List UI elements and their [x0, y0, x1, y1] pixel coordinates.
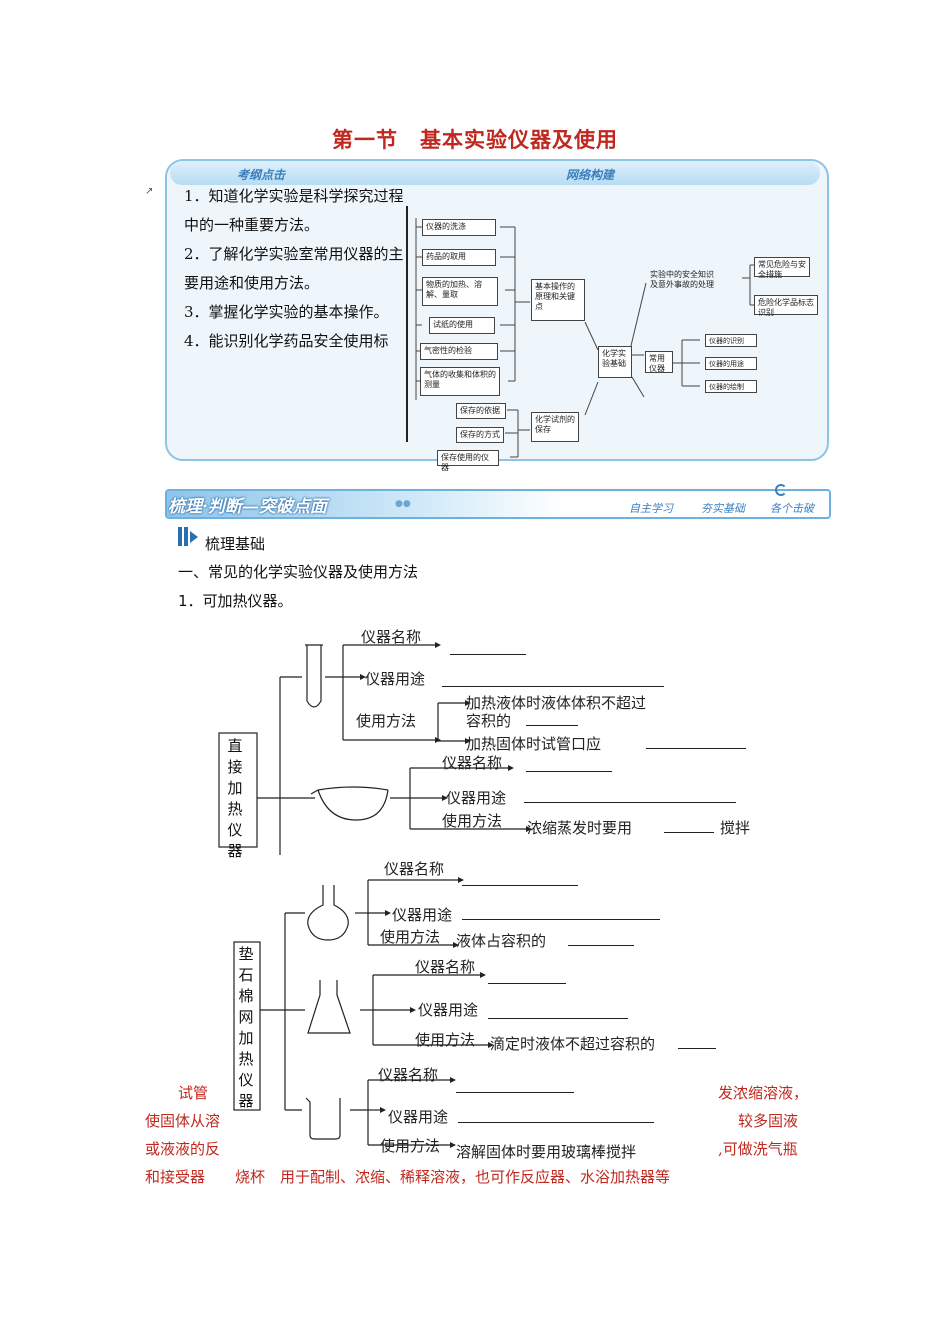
beaker-name-blank [456, 1092, 574, 1093]
group-asbestos-heating: 垫石棉网加热仪器 [238, 945, 254, 1110]
dish-name-blank [526, 771, 612, 772]
answer-text: 发浓缩溶液， [718, 1084, 809, 1102]
node-danger-measures: 常见危险与安全措施 [754, 257, 810, 279]
node-identify: 仪器的识别 [705, 334, 757, 347]
erlenmeyer-use-label: 仪器用途 [418, 1001, 479, 1019]
node-center: 化学实验基础 [598, 346, 632, 378]
tube-method-label: 使用方法 [356, 712, 417, 730]
syllabus-header: 考纲点击 [237, 168, 286, 182]
tube-method-1-blank [526, 725, 578, 726]
node-safety: 实验中的安全知识及意外事故的处理 [650, 270, 714, 289]
beaker-name-label: 仪器名称 [378, 1066, 439, 1084]
node-basic-ops: 基本操作的原理和关键点 [531, 279, 585, 321]
tube-use-label: 仪器用途 [365, 670, 426, 688]
syllabus-item: 4．能识别化学药品安全使用标识，了解实验室一般事故的 [184, 332, 389, 350]
tube-method-1: 加热液体时液体体积不超过 [466, 694, 647, 712]
overview-header-bar [170, 161, 820, 185]
node-drawing: 仪器的绘制 [705, 380, 757, 393]
dish-use-blank [524, 802, 736, 803]
node-storage-method: 保存的方式 [456, 427, 504, 443]
tube-name-blank [450, 654, 526, 655]
flask-use-blank [462, 919, 660, 920]
flask-name-blank [462, 885, 578, 886]
erlenmeyer-use-blank [488, 1018, 628, 1019]
dish-method: 浓缩蒸发时要用 [527, 819, 633, 837]
node-reagent-taking: 药品的取用 [422, 249, 496, 266]
section-tag: 夯实基础 [701, 502, 745, 515]
node-gas-collection: 气体的收集和体积的测量 [420, 367, 500, 396]
dish-name-label: 仪器名称 [442, 754, 503, 772]
node-airtightness: 气密性的检验 [420, 343, 498, 360]
heading-arrow-icon [190, 531, 198, 543]
answer-text: 和接受器 烧杯 用于配制、浓缩、稀释溶液，也可作反应器、水浴加热器等 [145, 1168, 671, 1186]
panel-divider [406, 206, 408, 442]
heading-section-one: 一、常见的化学实验仪器及使用方法 [178, 563, 419, 581]
node-storage-apparatus: 保存使用的仪器 [437, 450, 499, 472]
apparatus-diagram [218, 642, 532, 1148]
heading-heatable: 1．可加热仪器。 [178, 592, 293, 610]
node-washing: 仪器的洗涤 [422, 219, 496, 236]
node-hazard-signs: 危险化学品标志识别 [754, 295, 818, 317]
syllabus-text: 1．知道化学实验是科学探究过程中的一种重要方法。 2．了解化学实验室常用仪器的主… [184, 182, 404, 360]
dish-use-label: 仪器用途 [446, 789, 507, 807]
section-bar [165, 489, 831, 519]
dish-method-label: 使用方法 [442, 812, 503, 830]
tube-name-label: 仪器名称 [361, 628, 422, 646]
beaker-use-blank [458, 1122, 654, 1123]
erlenmeyer-method: 滴定时液体不超过容积的 [490, 1035, 656, 1053]
erlenmeyer-name-blank [488, 983, 566, 984]
section-tag: 自主学习 [629, 502, 673, 515]
tube-use-blank [442, 686, 664, 687]
beaker-method-label: 使用方法 [380, 1137, 441, 1155]
section-title: 梳理·判断—突破点面 [168, 497, 327, 517]
network-diagram-lines [415, 218, 754, 458]
node-reagent-storage: 化学试剂的保存 [531, 412, 579, 442]
answer-text: 使固体从溶 [145, 1112, 221, 1130]
syllabus-item: 2．了解化学实验室常用仪器的主要用途和使用方法。 [184, 245, 404, 292]
node-test-paper: 试纸的使用 [429, 317, 495, 334]
heading-basics: 梳理基础 [205, 535, 266, 553]
syllabus-item: 1．知道化学实验是科学探究过程中的一种重要方法。 [184, 187, 404, 234]
flask-name-label: 仪器名称 [384, 860, 445, 878]
flask-method-label: 使用方法 [380, 928, 441, 946]
heading-marker-icon [184, 527, 188, 546]
answer-text: 试管 [178, 1084, 209, 1102]
node-heating-dissolving: 物质的加热、溶解、量取 [422, 277, 498, 306]
node-storage-basis: 保存的依据 [456, 403, 506, 419]
beaker-use-label: 仪器用途 [388, 1108, 449, 1126]
erlenmeyer-name-label: 仪器名称 [415, 958, 476, 976]
erlenmeyer-method-blank [678, 1048, 716, 1049]
tube-method-1b: 容积的 [466, 712, 512, 730]
beaker-method: 溶解固体时要用玻璃棒搅拌 [456, 1143, 637, 1161]
flask-method-blank [568, 945, 634, 946]
section-tag: 各个击破 [770, 502, 814, 515]
dots-icon: ●● [395, 499, 411, 509]
answer-text: 较多固液 [738, 1112, 799, 1130]
arrow-mark-icon: ↗ [145, 186, 154, 197]
tube-method-2-blank [646, 748, 746, 749]
swirl-icon [775, 484, 787, 496]
node-usage: 仪器的用途 [705, 357, 757, 370]
dish-method-blank [664, 832, 714, 833]
group-direct-heating: 直接加热仪器 [227, 737, 243, 860]
network-header: 网络构建 [566, 168, 615, 182]
dish-method-end: 搅拌 [720, 819, 751, 837]
erlenmeyer-method-label: 使用方法 [415, 1031, 476, 1049]
heading-marker-icon [178, 527, 182, 546]
page-title: 第一节 基本实验仪器及使用 [332, 127, 618, 152]
syllabus-item: 3．掌握化学实验的基本操作。 [184, 303, 389, 321]
node-common-apparatus: 常用仪器 [645, 351, 673, 373]
answer-text: 或液液的反 [145, 1140, 221, 1158]
answer-text: ,可做洗气瓶 [718, 1140, 798, 1158]
flask-use-label: 仪器用途 [392, 906, 453, 924]
flask-method: 液体占容积的 [456, 932, 547, 950]
tube-method-2: 加热固体时试管口应 [466, 735, 602, 753]
